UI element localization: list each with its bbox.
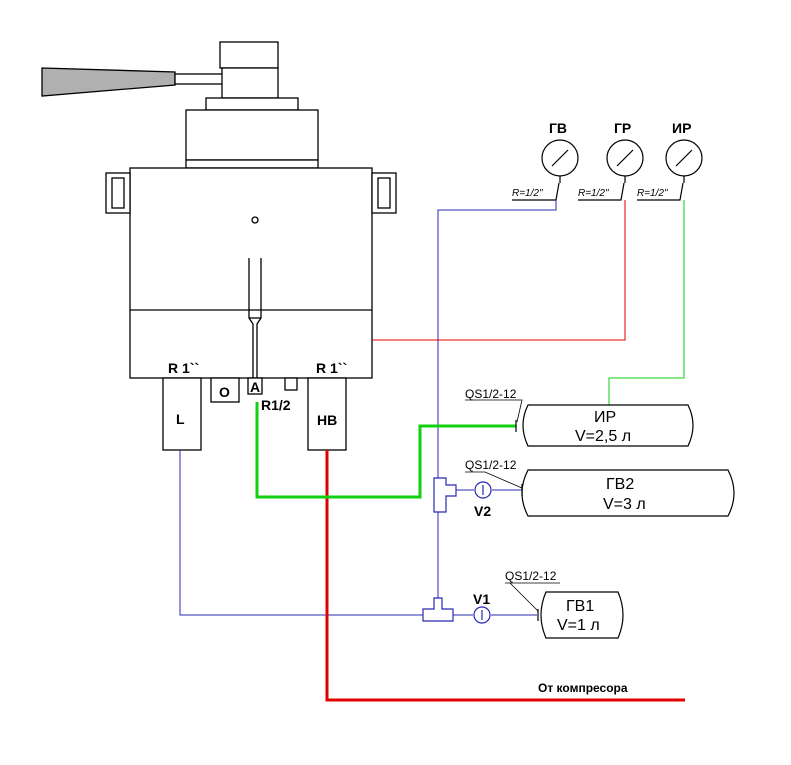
handle-collar <box>205 97 299 111</box>
gauge-ir <box>637 139 703 201</box>
tank-ir-name: ИР <box>594 409 616 426</box>
handle-cap <box>219 41 279 69</box>
handle-neck <box>221 67 279 99</box>
port-l-block <box>162 377 202 451</box>
port-l-label: L <box>176 411 185 427</box>
tank-gv2 <box>521 469 735 517</box>
gauge-gv <box>512 139 579 201</box>
gauge-gr-name: ГР <box>614 120 631 136</box>
port-left-thread-label: R 1`` <box>168 360 199 376</box>
pipe-port-l-blue <box>179 450 423 616</box>
valve-body <box>105 167 397 379</box>
channel-narrow <box>248 310 262 378</box>
tank-gv2-name: ГВ2 <box>606 476 634 493</box>
pipe-port-a-green <box>255 402 516 499</box>
gauge-gr-needle <box>616 149 634 167</box>
gauge-gr-thread: R=1/2" <box>578 188 609 199</box>
gauge-gv-needle <box>551 149 569 167</box>
gauge-gr-leader <box>578 182 625 201</box>
lever-grip <box>41 67 176 97</box>
bonnet-base <box>185 159 319 169</box>
port-plug <box>284 377 298 391</box>
gauge-ir-needle <box>675 149 693 167</box>
port-a-block <box>247 377 263 395</box>
gauge-ir-name: ИР <box>672 120 691 136</box>
valve-bonnet <box>185 109 319 161</box>
pipe-gauge-gr-red <box>372 200 626 341</box>
tank-gv2-volume: V=3 л <box>603 496 646 513</box>
valve-handle <box>41 41 319 169</box>
tank-ir-coupling: QS1/2-12 <box>465 387 517 401</box>
right-mount-inner <box>377 177 391 209</box>
coupling-gv2-leader <box>465 471 523 489</box>
port-right-thread-label: R 1`` <box>316 360 347 376</box>
compressor-label: От компресора <box>538 681 628 695</box>
gauge-ir-leader <box>637 182 684 201</box>
tank-gv1 <box>540 591 624 639</box>
tank-gv2-coupling: QS1/2-12 <box>465 458 517 472</box>
tank-ir <box>522 404 694 447</box>
body-screw <box>251 216 259 224</box>
tee-lower <box>422 597 454 622</box>
tank-gv1-coupling: QS1/2-12 <box>505 569 557 583</box>
tank-ir-volume: V=2,5 л <box>575 428 631 445</box>
port-hb-label: НВ <box>317 412 337 428</box>
coupling-ir-leader <box>465 399 523 423</box>
port-a-label: А <box>250 379 260 395</box>
valve-housing <box>129 167 373 379</box>
valve-v2-label: V2 <box>474 503 491 519</box>
pipe-gauge-ir-green <box>608 200 685 405</box>
lever-arm <box>174 73 226 85</box>
left-mount-inner <box>111 177 125 209</box>
pipe-gauge-gv-blue <box>437 200 557 602</box>
tank-gv1-volume: V=1 л <box>557 617 600 634</box>
tee-upper <box>433 477 457 513</box>
port-o-block <box>210 377 240 403</box>
gauge-ir-thread: R=1/2" <box>637 188 668 199</box>
pipe-compressor-red <box>325 450 685 702</box>
coupling-gv1-leader <box>505 582 560 612</box>
gauge-gv-name: ГВ <box>549 120 567 136</box>
port-o-label: О <box>219 384 230 400</box>
tank-gv1-name: ГВ1 <box>566 598 594 615</box>
valve-v1-label: V1 <box>473 591 490 607</box>
gauge-gr <box>578 139 644 201</box>
gauge-gv-thread: R=1/2" <box>512 188 543 199</box>
port-a-size-label: R1/2 <box>261 397 291 413</box>
